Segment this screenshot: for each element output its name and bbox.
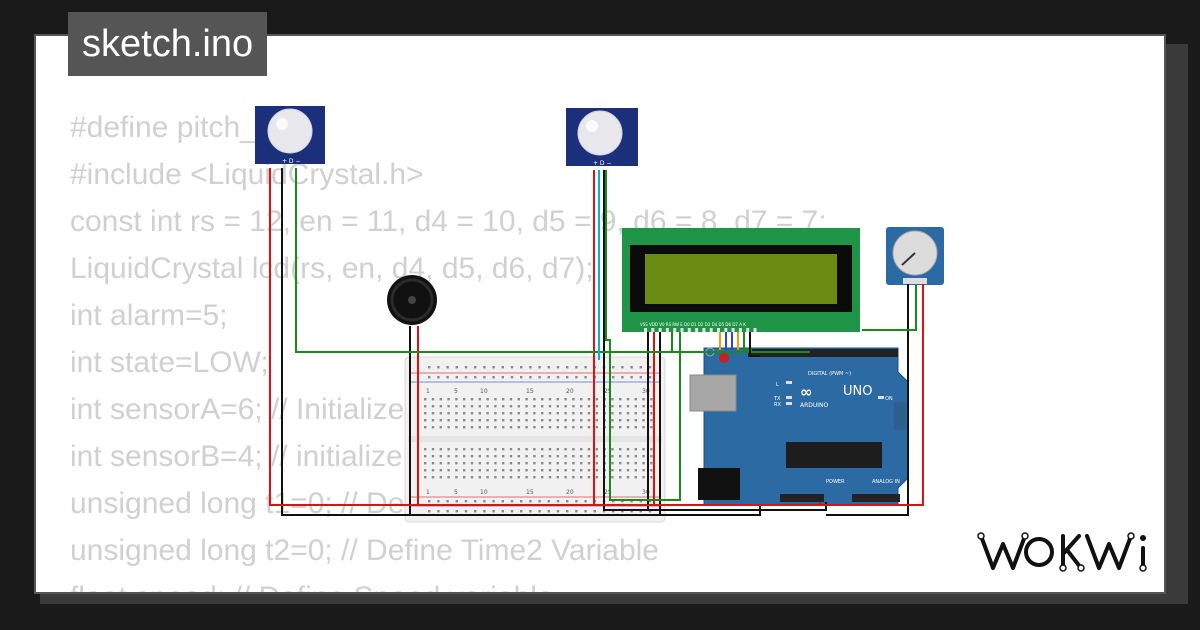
buzzer[interactable]	[387, 275, 437, 325]
power-label: POWER	[826, 479, 845, 485]
bb-number: 25	[604, 489, 612, 496]
code-line: int state=LOW;	[70, 346, 269, 379]
analog-header	[852, 494, 900, 502]
bb-number: 30	[642, 489, 650, 496]
breadboard[interactable]: 1 5 10 15 20 25 30 1 5 10 15 20 25 30	[404, 356, 666, 523]
wokwi-logo	[977, 532, 1147, 572]
lcd-display[interactable]: VSS VDD V0 RS RW E D0 D1 D2 D3 D4 D5 D6 …	[622, 228, 860, 332]
arduino-uno[interactable]: ∞ UNO ARDUINO DIGITAL (PWM ~) ANALOG IN …	[689, 347, 909, 506]
bb-number: 15	[526, 388, 534, 395]
svg-text:∞: ∞	[800, 383, 813, 401]
rx-label: RX	[774, 402, 781, 408]
bb-number: 30	[642, 388, 650, 395]
reset-button[interactable]	[719, 353, 729, 363]
wires	[269, 168, 924, 516]
analog-label: ANALOG IN	[872, 479, 900, 485]
lcd-screen	[645, 254, 837, 304]
bb-number: 15	[526, 489, 534, 496]
l-label: L	[776, 382, 779, 388]
bb-number: 20	[566, 489, 574, 496]
code-line: float speed; // Define Speed variable	[70, 574, 827, 592]
bb-number: 1	[426, 489, 430, 496]
code-line: LiquidCrystal lcd(rs, en, d4, d5, d6, d7…	[70, 252, 594, 285]
pir-pin-labels: + D −	[282, 158, 301, 165]
usb-port	[689, 374, 737, 412]
bb-number: 1	[426, 388, 430, 395]
power-jack	[698, 468, 740, 500]
pir-sensor-b[interactable]: + D −	[566, 108, 638, 167]
on-label: ON	[885, 396, 893, 402]
atmega-chip	[786, 442, 882, 468]
power-header	[780, 494, 824, 502]
bb-number: 10	[480, 489, 488, 496]
bb-number: 5	[454, 489, 458, 496]
tx-label: TX	[773, 396, 781, 402]
pir-pin-labels: + D −	[593, 160, 612, 167]
bb-number: 25	[604, 388, 612, 395]
bb-number: 20	[566, 388, 574, 395]
digital-header	[748, 349, 898, 357]
digital-label: DIGITAL (PWM ~)	[808, 371, 851, 377]
uno-label: UNO	[843, 384, 872, 399]
pir-sensor-a[interactable]: + D −	[255, 106, 325, 165]
arduino-brand: ARDUINO	[800, 402, 829, 409]
file-title-tab: sketch.ino	[68, 12, 268, 76]
bb-number: 5	[454, 388, 458, 395]
bb-number: 10	[480, 388, 488, 395]
potentiometer[interactable]	[886, 227, 944, 285]
code-line: int alarm=5;	[70, 299, 228, 332]
code-line: unsigned long t2=0; // Define Time2 Vari…	[70, 534, 659, 567]
lcd-pin-labels: VSS VDD V0 RS RW E D0 D1 D2 D3 D4 D5 D6 …	[640, 322, 746, 327]
